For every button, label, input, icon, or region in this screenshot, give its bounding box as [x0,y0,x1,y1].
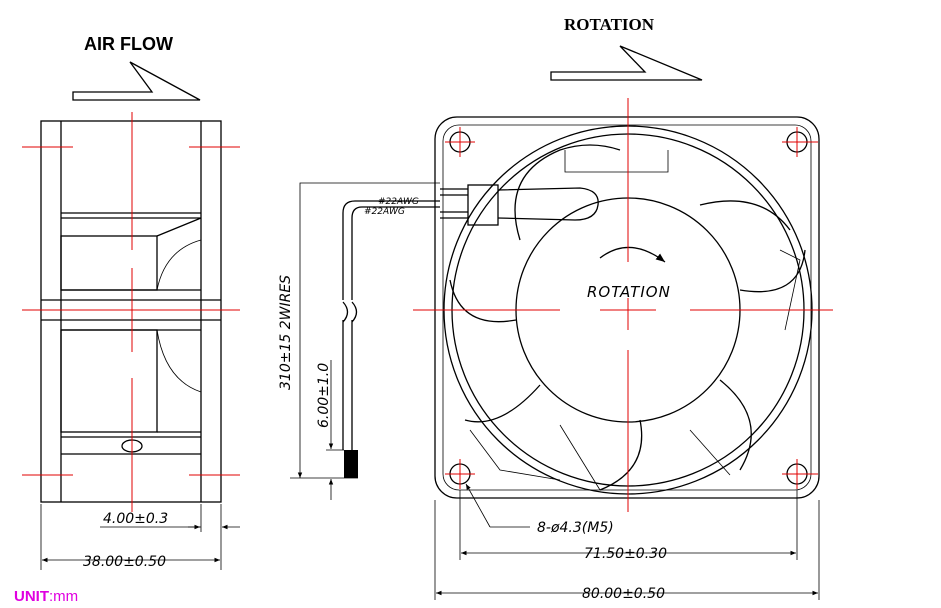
side-depth-dimension: 38.00±0.50 [83,554,166,570]
hole-pitch-dimension: 71.50±0.30 [584,546,667,562]
air-flow-arrow-icon [72,61,201,101]
rotation-arrow-icon [550,45,703,81]
lead-wires [290,182,440,500]
rotation-center-label: ROTATION [587,283,671,301]
strip-length-dimension: 6.00±1.0 [316,363,332,428]
side-small-dimension: 4.00±0.3 [103,511,168,527]
lead-length-dimension: 310±15 2WIRES [278,275,294,390]
unit-note: UNIT:mm [14,588,78,605]
frame-size-dimension: 80.00±0.50 [582,586,665,602]
unit-value: mm [53,588,79,605]
wire-spec-1: #22AWG [378,197,419,207]
unit-label: UNIT [14,588,49,605]
rotation-title: ROTATION [564,15,655,34]
side-dimensions [40,504,240,570]
front-view [413,98,833,512]
air-flow-title: AIR FLOW [84,34,173,54]
side-view [22,112,240,512]
wire-spec-2: #22AWG [364,207,405,217]
front-dimensions [434,483,820,600]
mount-holes-dimension: 8-ø4.3(M5) [537,520,614,536]
unit-colon: : [49,588,54,605]
